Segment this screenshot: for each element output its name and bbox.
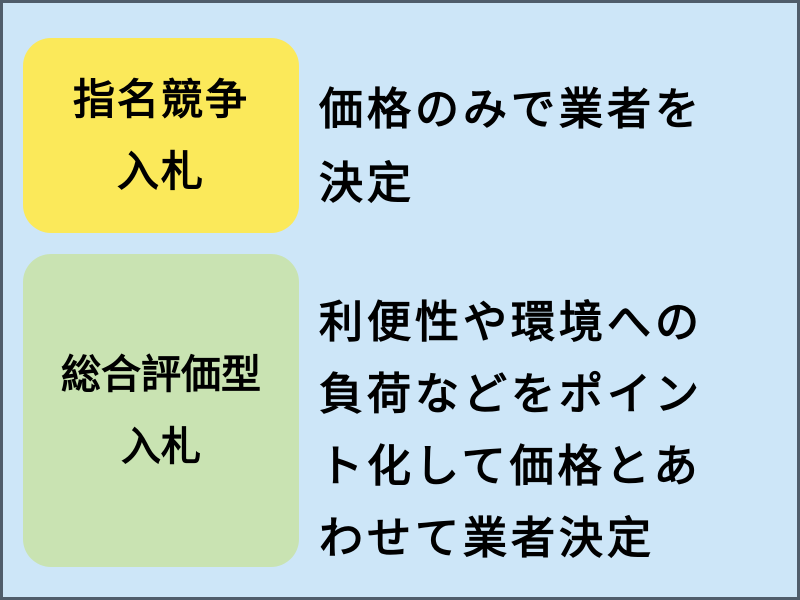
label-text: 総合評価型 入札 xyxy=(61,339,261,483)
description-line: 利便性や環境への xyxy=(319,297,703,348)
label-line: 入札 xyxy=(121,423,201,470)
description-line: ト化して価格とあ xyxy=(319,441,702,492)
label-box-comprehensive-evaluation-bidding: 総合評価型 入札 xyxy=(23,254,299,567)
label-line: 指名競争 xyxy=(72,74,249,124)
description-line: わせて業者決定 xyxy=(319,513,655,564)
description-designated-competitive-bidding: 価格のみで業者を 決定 xyxy=(319,73,789,221)
label-text: 指名競争 入札 xyxy=(73,64,249,208)
label-box-designated-competitive-bidding: 指名競争 入札 xyxy=(23,38,299,233)
label-line: 総合評価型 xyxy=(61,351,261,398)
description-line: 負荷などをポイン xyxy=(319,369,703,420)
label-line: 入札 xyxy=(116,146,205,196)
description-line: 価格のみで業者を xyxy=(319,84,703,135)
description-line: 決定 xyxy=(319,158,415,209)
description-comprehensive-evaluation-bidding: 利便性や環境への 負荷などをポイン ト化して価格とあ わせて業者決定 xyxy=(319,287,789,575)
